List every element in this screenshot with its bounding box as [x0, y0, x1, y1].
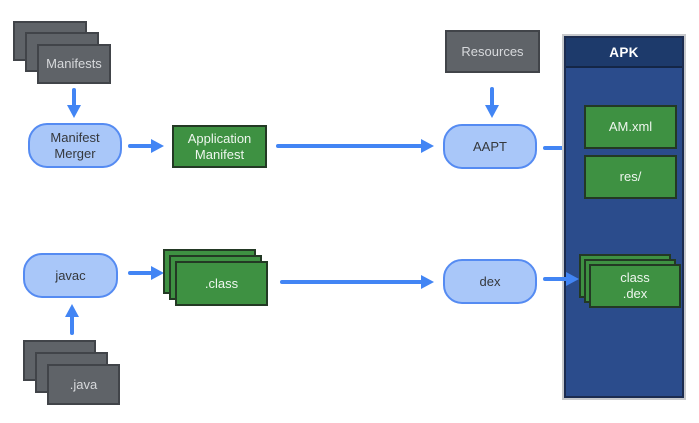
class-dex-stack-front: class .dex — [589, 264, 681, 308]
arrow-head-icon — [67, 105, 81, 118]
arrow-head-icon — [151, 139, 164, 153]
arrow-head-icon — [421, 275, 434, 289]
arrow-javac-to-class — [128, 266, 164, 280]
javac-node: javac — [23, 253, 118, 298]
apk-container: APK AM.xml res/ class .dex — [564, 36, 684, 398]
manifests-stack-front: Manifests — [37, 44, 111, 84]
arrow-shaft — [543, 146, 568, 150]
arrow-dex-to-class-dex — [543, 272, 579, 286]
apk-header: APK — [566, 38, 682, 68]
class-files-stack: .class — [163, 249, 269, 307]
arrow-manifests-to-manifest-merger — [67, 88, 81, 118]
arrow-shaft — [128, 271, 153, 275]
class-dex-stack: class .dex — [579, 254, 683, 309]
arrow-shaft — [490, 87, 494, 107]
arrow-merger-to-application-manifest — [128, 139, 164, 153]
java-files-stack: .java — [23, 340, 121, 406]
arrow-head-icon — [151, 266, 164, 280]
arrow-head-icon — [421, 139, 434, 153]
java-files-stack-front: .java — [47, 364, 120, 405]
arrow-class-to-dex — [280, 275, 434, 289]
arrow-shaft — [128, 144, 153, 148]
arrow-shaft — [280, 280, 423, 284]
aapt-node: AAPT — [443, 124, 537, 169]
resources-node: Resources — [445, 30, 540, 73]
arrow-shaft — [543, 277, 568, 281]
arrow-resources-to-aapt — [485, 87, 499, 118]
application-manifest-node: Application Manifest — [172, 125, 267, 168]
apk-res-node: res/ — [584, 155, 677, 199]
apk-am-xml-node: AM.xml — [584, 105, 677, 149]
arrow-shaft — [276, 144, 423, 148]
arrow-shaft — [72, 88, 76, 107]
class-files-stack-front: .class — [175, 261, 268, 306]
manifests-stack: Manifests — [13, 21, 111, 85]
arrow-head-icon — [485, 105, 499, 118]
arrow-application-manifest-to-aapt — [276, 139, 434, 153]
manifest-merger-node: Manifest Merger — [28, 123, 122, 168]
arrow-shaft — [70, 315, 74, 335]
arrow-head-icon — [65, 304, 79, 317]
arrow-head-icon — [566, 272, 579, 286]
arrow-java-to-javac — [65, 304, 79, 335]
dex-node: dex — [443, 259, 537, 304]
